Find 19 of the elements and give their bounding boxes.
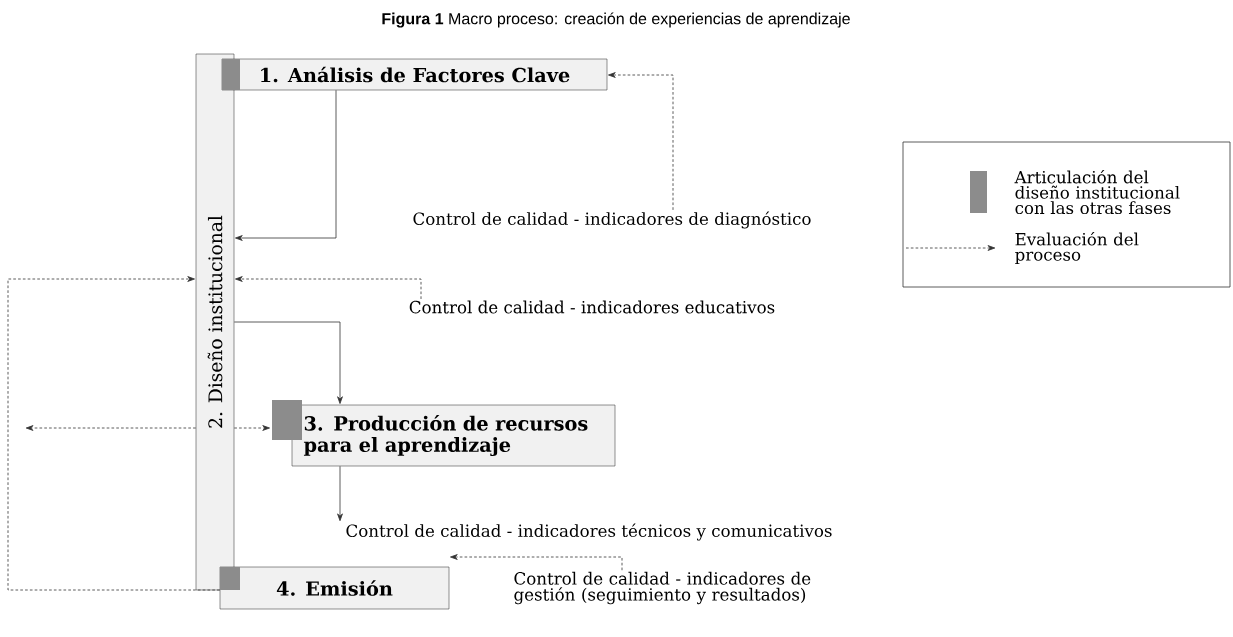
figure-title: Figura 1 Macro proceso: creación de experiencias de aprendizaje (382, 12, 850, 28)
arrow (337, 465, 343, 522)
quality-control-label: Control de calidad - indicadores de diagnóstico (413, 211, 811, 229)
legend-text: Evaluación del proceso (1015, 231, 1139, 265)
phase-box: 4. Emisión (219, 566, 450, 610)
arrow (235, 276, 422, 300)
phase-box: 3. Producción de recursos para el aprendizaje (291, 404, 616, 467)
phase-box: 1. Análisis de Factores Clave (221, 58, 608, 91)
quality-control-label: Control de calidad - indicadores de gestión (seguimiento y resultados) (514, 571, 811, 605)
arrow (608, 72, 674, 211)
arrow (235, 89, 337, 241)
legend-text: Articulación del diseño institucional con las otras fases (1014, 169, 1180, 215)
arrow (233, 425, 270, 431)
quality-control-label: Control de calidad - indicadores técnicos y comunicativos (346, 523, 832, 541)
arrow (25, 425, 197, 431)
arrow (450, 554, 623, 571)
arrow (233, 321, 343, 404)
quality-control-label: Control de calidad - indicadores educativos (409, 300, 775, 314)
arrow (7, 276, 221, 591)
